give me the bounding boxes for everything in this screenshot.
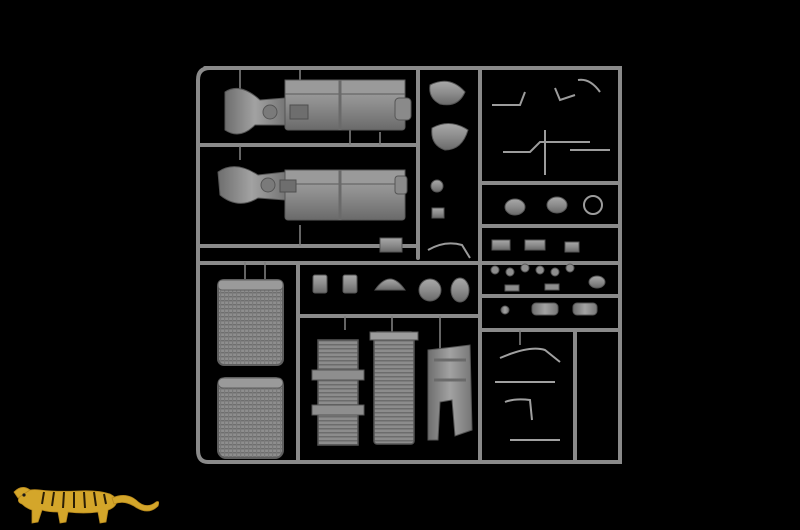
sprue-frame: [196, 66, 622, 464]
engine-block-upper: [224, 79, 412, 135]
linkage-rods: [492, 78, 610, 175]
tiger-logo-body: [13, 487, 160, 524]
oil-pan: [369, 331, 419, 445]
carburetor-parts: [491, 195, 606, 289]
bolt-row: [490, 263, 575, 292]
tiger-eye: [22, 493, 26, 497]
cylinder-parts: [312, 274, 470, 303]
timing-cover-parts: [379, 80, 469, 253]
sprue-gates: [239, 70, 521, 352]
exhaust-pipes: [500, 302, 598, 316]
engine-block-lower: [217, 166, 408, 221]
fuel-line: [427, 242, 471, 259]
intake-manifold: [427, 344, 473, 441]
cylinder-head: [311, 339, 365, 446]
tiger-stripes: [41, 491, 107, 509]
radiator-upper: [217, 279, 284, 366]
brake-lines: [495, 347, 561, 441]
radiator-lower: [217, 377, 284, 459]
tiger-icon: [13, 487, 160, 524]
